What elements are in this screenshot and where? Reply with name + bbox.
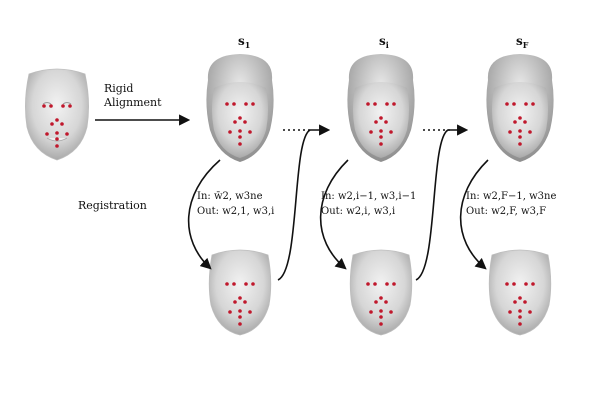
registered-face-F xyxy=(488,249,552,336)
io-block-F: In: w2,F−1, w3ne Out: w2,F, w3,F xyxy=(466,191,560,217)
registered-face-1 xyxy=(208,249,272,336)
io-block-1: In: w̄2, w3ne Out: w2,1, w3,i xyxy=(197,191,274,217)
registration-arrow-1 xyxy=(187,159,221,270)
flow-arrow-1-to-i xyxy=(277,124,331,281)
header-s1: s1 xyxy=(238,34,250,50)
io-block-i: In: w2,i−1, w3,i−1 Out: w2,i, w3,i xyxy=(321,191,420,217)
header-si: si xyxy=(379,34,389,50)
rigid-alignment-label: Rigid Alignment xyxy=(103,82,162,109)
template-face xyxy=(25,68,89,161)
registration-arrow-i xyxy=(319,159,349,270)
header-sF: sF xyxy=(516,34,529,50)
scan-face-F xyxy=(486,54,554,162)
registration-label: Registration xyxy=(78,199,147,212)
scan-face-1 xyxy=(206,54,274,162)
registration-arrow-F xyxy=(459,159,489,270)
registered-face-i xyxy=(349,249,413,336)
flow-arrow-i-to-F xyxy=(415,124,469,281)
scan-face-i xyxy=(347,54,415,162)
